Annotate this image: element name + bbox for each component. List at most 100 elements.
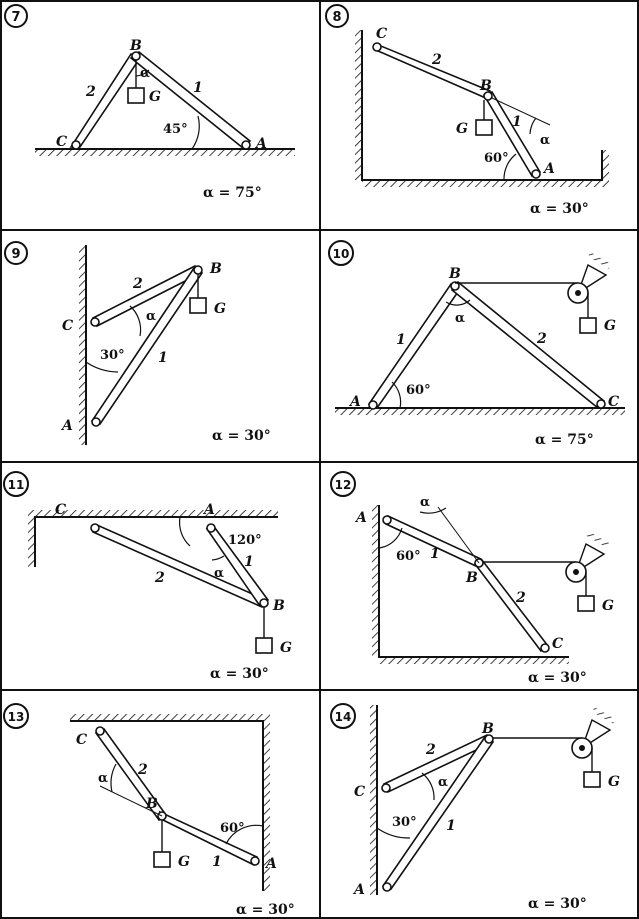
- label-rod-2: 2: [132, 276, 143, 292]
- label-C: C: [76, 732, 87, 748]
- label-rod-2: 2: [425, 742, 436, 758]
- ceiling-hatch: [592, 707, 616, 724]
- label-rod-1: 1: [158, 350, 168, 366]
- panel-number: 12: [335, 478, 352, 492]
- panel-number: 14: [335, 710, 352, 724]
- label-alpha: α: [98, 771, 108, 786]
- label-rod-1: 1: [244, 554, 254, 570]
- label-A: A: [354, 510, 367, 526]
- right-wall-hatch: [602, 150, 609, 187]
- container-outline: [361, 30, 603, 181]
- label-rod-2: 2: [154, 570, 165, 586]
- pulley-axle: [575, 290, 581, 296]
- weight-G: [577, 595, 595, 612]
- hinge-A: [91, 417, 101, 427]
- panel-number: 8: [332, 10, 341, 25]
- weight-G: [189, 297, 207, 314]
- hinge-B: [193, 265, 203, 275]
- alpha-arc: [135, 69, 150, 77]
- panel-10: 10 B A C G 1 2 α 60° α = 75°: [328, 240, 625, 448]
- hinge-C: [372, 42, 382, 52]
- label-rod-2: 2: [137, 762, 148, 778]
- weight-G: [153, 851, 171, 868]
- alpha-arc: [110, 763, 117, 793]
- label-G: G: [178, 854, 190, 870]
- extension-line: [437, 506, 480, 564]
- hinge-A: [382, 515, 392, 525]
- wall-hatch: [263, 721, 270, 891]
- panel-number-circle: [4, 4, 28, 28]
- hinge-A: [250, 856, 260, 866]
- label-G: G: [608, 774, 620, 790]
- hinge-C: [71, 140, 81, 150]
- label-B: B: [129, 38, 142, 54]
- label-alpha: α: [540, 133, 550, 148]
- panel-number-circle: [3, 471, 29, 497]
- floor-hatch: [362, 180, 602, 187]
- label-C: C: [552, 636, 563, 652]
- angle-arc: [503, 153, 517, 181]
- label-alpha: α: [438, 775, 448, 790]
- alpha-arc: [529, 117, 537, 135]
- panel-number-circle: [330, 471, 356, 497]
- label-A: A: [352, 882, 365, 898]
- rods: [374, 42, 542, 178]
- extension-line: [99, 785, 163, 817]
- panel-number-circle: [3, 703, 29, 729]
- hinge-A: [531, 169, 541, 179]
- label-alpha: α: [140, 66, 150, 81]
- hinge-C: [596, 399, 606, 409]
- label-B: B: [448, 266, 461, 282]
- hinge-C: [381, 783, 391, 793]
- ceiling-hatch: [28, 510, 278, 517]
- ceiling-outline: [34, 516, 278, 567]
- alpha-arc: [419, 507, 447, 514]
- panel-number-circle: [325, 4, 349, 28]
- ceiling-hatch: [586, 531, 610, 548]
- wall-hatch: [79, 245, 86, 445]
- label-rod-2: 2: [536, 331, 547, 347]
- caption: α = 30°: [530, 201, 589, 217]
- panel-7: 7 B C A G 2 1 α 45° α = 75°: [4, 4, 295, 201]
- label-B: B: [481, 721, 494, 737]
- label-rod-2: 2: [85, 84, 96, 100]
- label-alpha: α: [455, 311, 465, 326]
- label-angle: 30°: [100, 348, 125, 363]
- label-B: B: [465, 570, 478, 586]
- label-rod-1: 1: [446, 818, 456, 834]
- wall-hatch: [372, 505, 379, 657]
- label-A: A: [254, 136, 267, 152]
- caption: α = 75°: [535, 432, 594, 448]
- angle-arc: [376, 827, 411, 839]
- weight-G: [475, 119, 493, 136]
- wall-hatch: [370, 705, 377, 895]
- label-C: C: [62, 318, 73, 334]
- ceiling-hatch: [588, 252, 612, 269]
- corner-outline: [70, 720, 264, 891]
- label-rod-2: 2: [515, 590, 526, 606]
- alpha-arc: [421, 772, 435, 801]
- angle-arc: [178, 516, 191, 547]
- panel-number: 9: [11, 247, 20, 262]
- caption: α = 30°: [528, 896, 587, 912]
- label-G: G: [280, 640, 292, 656]
- panel-11: 11 C A B G 2 1 α 120° α = 30°: [3, 471, 292, 682]
- label-angle: 45°: [163, 122, 188, 137]
- label-B: B: [479, 78, 492, 94]
- panel-number: 10: [333, 247, 350, 261]
- weight-G: [583, 771, 601, 788]
- panel-13: 13 C B A G 2 1 α 60° α = 30°: [3, 703, 295, 918]
- label-alpha: α: [420, 495, 430, 510]
- weight-G: [127, 87, 145, 104]
- label-A: A: [202, 502, 215, 518]
- wall-hatch: [28, 517, 35, 567]
- panel-14: 14 B C A G 2 1 α 30° α = 30°: [330, 703, 620, 912]
- ceiling-hatch: [70, 714, 270, 721]
- label-B: B: [145, 796, 158, 812]
- pulley-axle: [579, 745, 585, 751]
- angle-arc: [85, 361, 119, 373]
- label-angle: 120°: [228, 533, 262, 548]
- label-rod-1: 1: [212, 854, 222, 870]
